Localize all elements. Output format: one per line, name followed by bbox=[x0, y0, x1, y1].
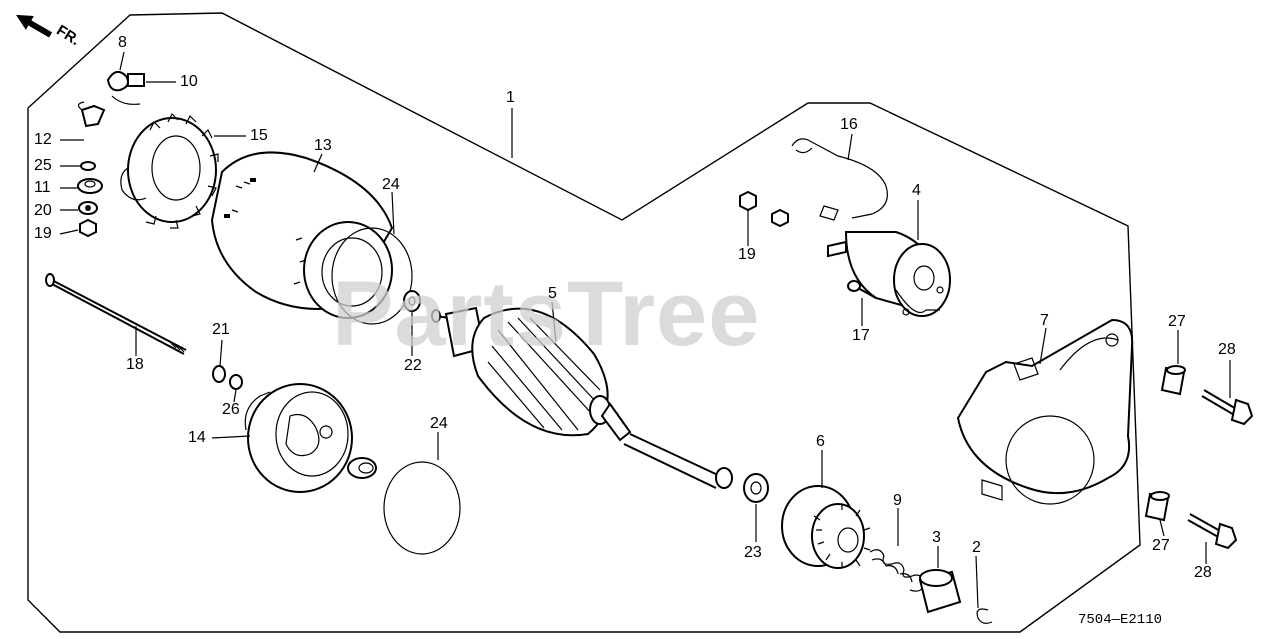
part-15-brush-holder bbox=[120, 112, 219, 229]
front-direction-arrow bbox=[16, 14, 53, 38]
drawing-code: 7504—E2110 bbox=[1078, 612, 1163, 628]
callout-10: 10 bbox=[180, 73, 198, 90]
callout-16: 16 bbox=[840, 116, 858, 133]
callout-7: 7 bbox=[1040, 312, 1049, 329]
callout-23: 23 bbox=[744, 544, 762, 561]
part-26-washer bbox=[229, 374, 243, 390]
callout-18: 18 bbox=[126, 356, 144, 373]
callout-5: 5 bbox=[548, 285, 557, 302]
part-18-through-bolt bbox=[45, 273, 187, 355]
part-24-o-ring-lower bbox=[383, 461, 461, 555]
part-5-armature bbox=[431, 306, 733, 489]
callout-12: 12 bbox=[34, 131, 52, 148]
callout-28-upper: 28 bbox=[1218, 341, 1236, 358]
callout-27-upper: 27 bbox=[1168, 313, 1186, 330]
part-3-stop-collar bbox=[918, 569, 962, 614]
part-13-motor-case bbox=[210, 151, 394, 319]
callout-4: 4 bbox=[912, 182, 921, 199]
callout-3: 3 bbox=[932, 529, 941, 546]
part-4-solenoid bbox=[827, 231, 951, 317]
part-27-sleeve-upper bbox=[1160, 365, 1186, 396]
part-19-nut-right bbox=[739, 190, 757, 212]
callout-13: 13 bbox=[314, 137, 332, 154]
rear-bushing bbox=[347, 457, 377, 479]
part-10-brush bbox=[127, 73, 145, 87]
assembly-boundary bbox=[27, 12, 1141, 633]
part-16-lead-wire bbox=[791, 138, 888, 221]
callout-22: 22 bbox=[404, 357, 422, 374]
part-21-washer bbox=[212, 365, 226, 383]
part-7-front-bracket bbox=[956, 318, 1134, 505]
callout-17: 17 bbox=[852, 327, 870, 344]
callout-8: 8 bbox=[118, 34, 127, 51]
part-24-o-ring-upper bbox=[331, 227, 413, 325]
callout-11: 11 bbox=[34, 179, 51, 196]
callout-24-upper: 24 bbox=[382, 176, 400, 193]
part-19-nut-left bbox=[79, 218, 97, 238]
leader-lines bbox=[59, 51, 1231, 609]
callout-2: 2 bbox=[972, 539, 981, 556]
callout-1: 1 bbox=[506, 89, 515, 106]
callout-20: 20 bbox=[34, 202, 52, 219]
part-28-bolt-lower bbox=[1187, 513, 1238, 550]
callout-14: 14 bbox=[188, 429, 206, 446]
watermark: PartsTree bbox=[332, 263, 761, 365]
part-28-bolt-upper bbox=[1201, 389, 1254, 426]
part-14-rear-cover bbox=[244, 383, 353, 493]
part-25-washer bbox=[80, 161, 96, 171]
part-11-insulator bbox=[77, 178, 103, 194]
callout-27-lower: 27 bbox=[1152, 537, 1170, 554]
callout-19-right: 19 bbox=[738, 246, 756, 263]
callout-19-left: 19 bbox=[34, 225, 52, 242]
part-2-snap-ring bbox=[976, 608, 993, 624]
callout-9: 9 bbox=[893, 492, 902, 509]
part-6-pinion-clutch bbox=[781, 485, 871, 569]
callout-26: 26 bbox=[222, 401, 240, 418]
part-27-sleeve-lower bbox=[1144, 491, 1170, 522]
part-12-plate bbox=[80, 104, 106, 128]
part-23-washer bbox=[743, 473, 769, 503]
callout-24-lower: 24 bbox=[430, 415, 448, 432]
callout-28-lower: 28 bbox=[1194, 564, 1212, 581]
callout-15: 15 bbox=[250, 127, 268, 144]
callout-21: 21 bbox=[212, 321, 230, 338]
part-17-bolt bbox=[847, 280, 877, 299]
part-9-spring bbox=[869, 549, 925, 592]
callout-25: 25 bbox=[34, 157, 52, 174]
callout-6: 6 bbox=[816, 433, 825, 450]
part-22-washer bbox=[403, 290, 421, 312]
